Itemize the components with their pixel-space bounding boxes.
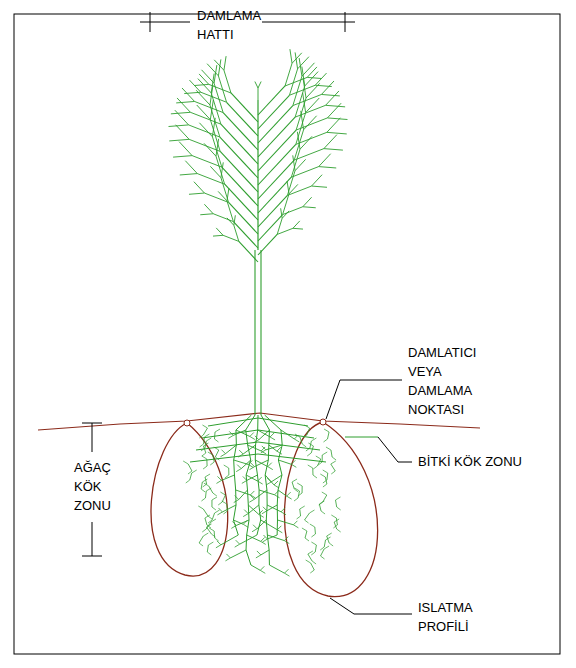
tree [169,49,348,576]
leader-line [330,598,412,614]
leader-line [326,380,402,419]
tree-root-zone-label: AĞAÇ KÖK ZONU [74,458,111,515]
root-zone-label: BİTKİ KÖK ZONU [418,452,522,471]
wetting-profile-label: ISLATMA PROFİLİ [418,598,472,636]
wetting-profile [284,422,377,597]
leader-line [345,437,378,438]
frame [14,14,560,654]
emitter-label: DAMLATICI VEYA DAMLAMA NOKTASI [408,343,476,419]
dripline-label: DAMLAMA HATTI [197,6,261,44]
leader-line [378,437,412,462]
emitter [184,420,190,426]
emitter [320,419,326,425]
wetting-profile [151,423,228,576]
